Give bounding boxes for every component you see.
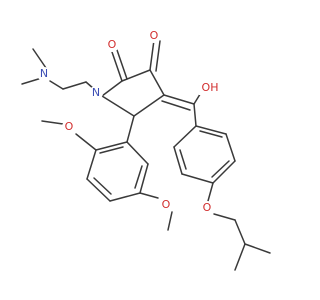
atom-oxygen-ketone-left: O [108,38,117,51]
atom-bg-oxygen-left [105,38,119,52]
atom-nitrogen-ring: N [92,86,100,99]
bond-arb3-arb4-inner [93,177,112,195]
label-layer: O O N N OH O O O [37,29,221,215]
bond-ar6-ar1 [173,125,197,148]
bond-c3-o-double-a [149,39,155,71]
bond-c2-o-double-a [111,51,123,82]
bond-arb1-arb2-inner [99,146,124,154]
bond-ch2b-namine [49,80,64,90]
bond-ar1-ar2-inner [199,130,223,138]
bond-arb6-arb1 [126,141,149,165]
bond-arb5-o [139,192,159,199]
bond-cexo-ar1 [193,103,197,127]
bond-ch2-ch [234,219,246,245]
atom-bg-nitrogen-amine [37,67,51,81]
atom-bg-methoxy-top [62,120,76,134]
bond-ar3-ar4-inner [211,160,230,178]
atom-bg-oxygen-right [147,29,161,43]
bond-arb5-arb6-inner [134,165,143,189]
bond-layer [21,39,271,271]
bond-ar5-ar6 [173,146,183,175]
bond-ar3-ar4 [212,160,236,184]
bond-ch2a-ch2b [62,81,87,90]
bond-c3-o-double-b [155,40,161,72]
bond-c5-arb1 [126,115,135,143]
bond-n1-c2 [101,80,123,97]
bond-ch-me1 [234,243,246,271]
molecule-diagram: O O N N OH O O O [21,29,271,271]
bond-c4-cexo-b [161,100,191,111]
atom-methoxy-top: O [65,120,74,133]
bond-o-me-bottom [167,211,173,231]
bond-c2-o-double-b [116,49,128,80]
bond-arb1-arb2 [95,141,128,151]
bond-ar1-ar2 [195,125,227,135]
atom-bg-hydroxyl [199,81,221,95]
structure-svg: O O N N OH O O O [21,29,271,271]
bond-ar4-o [207,182,214,202]
bond-c3-c4 [149,69,165,96]
bond-arb5-arb6 [139,163,149,194]
bond-arb3-arb4 [86,178,111,202]
bond-arb4-arb5 [109,192,141,202]
bond-ch-me2 [244,243,271,254]
bond-o-ch2 [213,213,236,221]
atom-nitrogen-amine: N [40,67,48,80]
bond-ar4-ar5 [181,173,214,184]
atom-bg-nitrogen-ring [89,86,103,100]
bond-c4-c5 [133,94,165,117]
atom-bg-ether-oxygen [200,201,214,215]
bond-arb2-arb3 [86,149,97,180]
bond-namine-me1 [32,48,47,69]
bond-c5-n1 [101,95,135,117]
atom-ether-oxygen: O [203,201,212,214]
bond-ar5-ar6-inner [179,149,187,170]
atom-hydroxyl: OH [202,81,219,94]
atom-oxygen-ketone-right: O [150,29,159,42]
atom-methoxy-bottom: O [162,198,171,211]
bond-ar2-ar3 [225,133,236,162]
bond-o-me-top [41,120,64,125]
atom-bg-methoxy-bottom [159,198,173,212]
bond-c4-cexo-a [163,94,195,105]
bond-arb2-o [75,133,97,151]
